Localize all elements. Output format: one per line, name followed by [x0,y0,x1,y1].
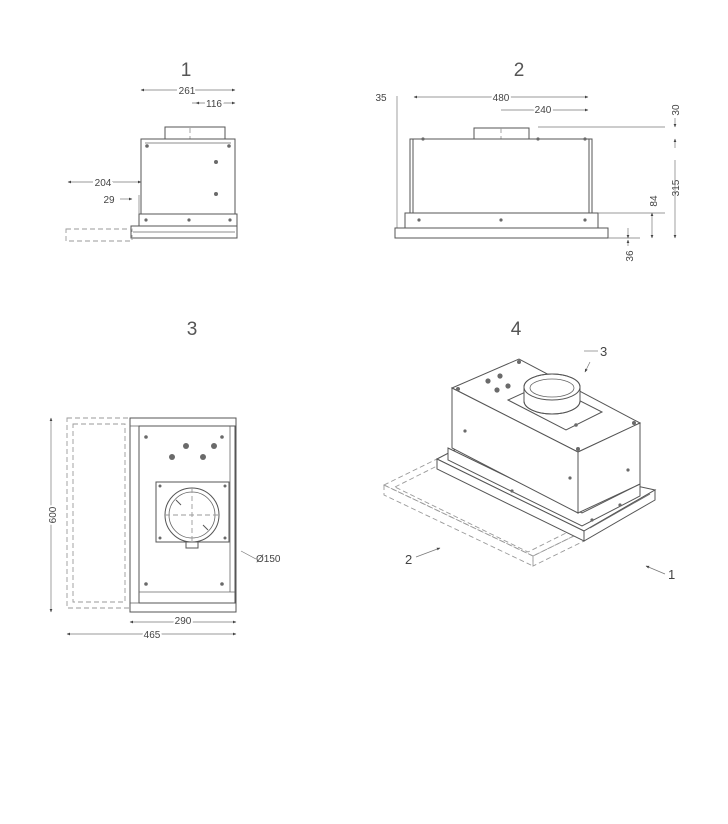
dim-label-290: 290 [175,616,192,627]
view-4-isometric: 4 [382,319,675,582]
dim-label-465: 465 [144,630,161,641]
hood-body-side [140,138,236,215]
dim-label-duct-diameter: Ø150 [256,554,281,565]
view-number-1: 1 [181,60,192,81]
outlet-stub [164,126,226,140]
hood-right-face-iso [577,422,641,514]
callout-2: 2 [405,547,441,567]
dim-label-240: 240 [535,105,552,116]
dim-label-30: 30 [671,104,682,116]
dim-240: 240 [501,103,589,118]
dim-480: 480 [413,91,589,106]
dim-label-315: 315 [671,179,682,196]
dim-label-600: 600 [48,506,59,523]
dim-290: 290 [129,614,237,629]
dim-84: 84 [649,195,660,239]
view-1-side: 1 261 116 2 [65,60,238,242]
drawer-extended-side [65,228,133,242]
dim-label-261: 261 [179,86,196,97]
dim-29: 29 [103,195,140,214]
dim-465: 465 [66,628,237,643]
dim-204: 204 [67,176,142,191]
dim-261: 261 [140,84,236,99]
view-3-top: 3 Ø150 [46,319,281,643]
view-number-3: 3 [187,319,198,340]
view-number-4: 4 [511,319,522,340]
callout-1: 1 [645,565,675,582]
view-2-front: 2 35 480 240 [375,60,682,262]
drawer-extended-top [66,417,132,609]
base-plate-front [394,227,609,239]
dim-label-480: 480 [493,93,510,104]
dim-label-84: 84 [649,195,660,207]
dim-label-116: 116 [206,99,222,110]
dim-600: 600 [46,417,61,613]
dim-label-36: 36 [625,250,636,262]
view-number-2: 2 [514,60,525,81]
callout-3: 3 [584,344,607,373]
callout-label-2: 2 [405,552,412,567]
outlet-stub-front [473,127,530,140]
duct-plate [155,481,230,543]
callout-label-3: 3 [600,344,607,359]
dim-30: 30 [671,104,682,148]
dim-315: 315 [671,160,682,239]
dim-label-204: 204 [95,178,112,189]
callout-label-1: 1 [668,567,675,582]
dim-116: 116 [192,97,236,112]
dim-label-35: 35 [375,93,387,104]
hood-body-front [412,138,590,214]
dim-label-29: 29 [103,195,115,206]
dim-36: 36 [625,228,636,262]
